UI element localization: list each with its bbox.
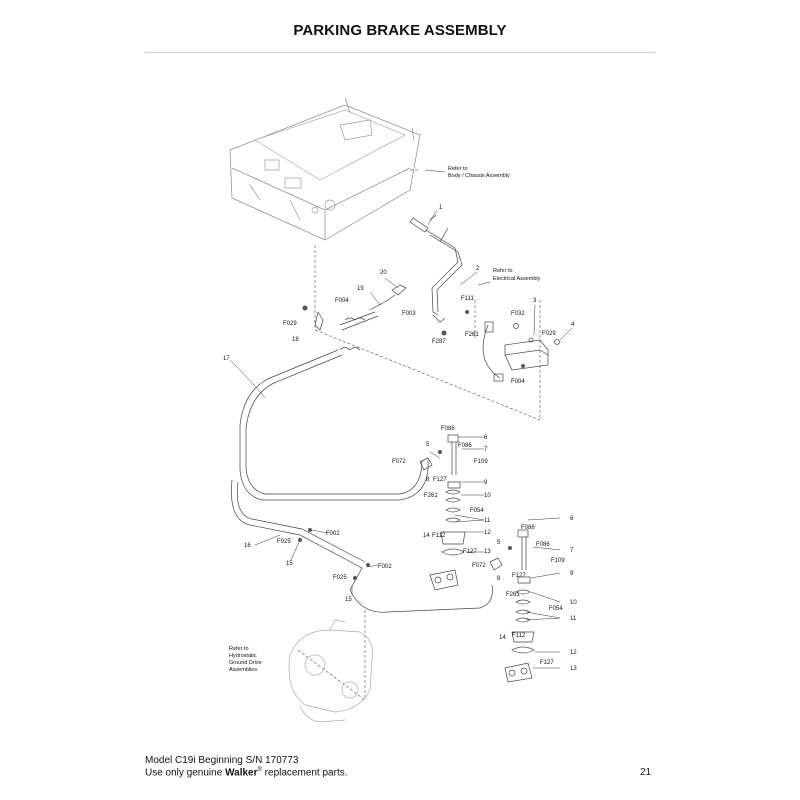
refer-hydrostatic: Refer to Hydrostatic Ground Drive Assemb… xyxy=(229,646,263,673)
callout: 15 xyxy=(345,597,352,603)
callout: 11 xyxy=(484,518,491,524)
footer-notice-suffix: replacement parts. xyxy=(261,767,348,779)
callout: 5 xyxy=(497,540,501,546)
callout: 6 xyxy=(484,435,488,441)
callout: 5 xyxy=(426,442,430,448)
callout: F054 xyxy=(470,508,484,514)
callout: F127 xyxy=(463,549,477,555)
callout: F003 xyxy=(402,311,416,317)
footer-notice-prefix: Use only genuine xyxy=(145,767,226,779)
callout: F002 xyxy=(378,564,392,570)
callout: F127 xyxy=(433,477,447,483)
callout: F127 xyxy=(512,573,526,579)
title-divider xyxy=(145,52,655,53)
brake-cable-16 xyxy=(231,479,493,613)
footer-model: Model C19i Beginning S/N 170773 xyxy=(145,755,299,766)
brake-caliper-stack-lower xyxy=(489,529,535,683)
callout: 1 xyxy=(439,205,443,211)
spring-assembly xyxy=(314,284,407,351)
callout: 15 xyxy=(286,561,293,567)
callout: F086 xyxy=(521,525,535,531)
callout: 17 xyxy=(223,356,230,362)
callout: F032 xyxy=(511,311,525,317)
chassis-body-illustration xyxy=(229,97,421,241)
callout: F072 xyxy=(392,459,406,465)
callout: 12 xyxy=(570,650,577,656)
callout: 20 xyxy=(380,270,387,276)
callout: F127 xyxy=(540,660,554,666)
brake-switch-bracket xyxy=(482,321,560,382)
callout: 8 xyxy=(426,477,430,483)
footer-brand: Walker xyxy=(225,767,258,779)
callout: F261 xyxy=(465,332,479,338)
callout: F109 xyxy=(551,558,565,564)
callout: F025 xyxy=(277,539,291,545)
callout: 10 xyxy=(484,493,491,499)
brake-lever xyxy=(409,214,463,323)
callout: F261 xyxy=(424,493,438,499)
callout: F109 xyxy=(474,459,488,465)
callout: F112 xyxy=(512,633,526,639)
refer-body-chassis: Refer to Body / Chassis Assembly xyxy=(448,166,510,179)
callout: F004 xyxy=(511,379,525,385)
callout: 2 xyxy=(476,266,480,272)
callout: F086 xyxy=(441,426,455,432)
callout: F002 xyxy=(326,531,340,537)
callout: 11 xyxy=(570,616,577,622)
callout: F086 xyxy=(458,443,472,449)
hydrostatic-drive-illustration xyxy=(288,619,373,723)
callout-leader-lines xyxy=(229,169,573,669)
callout: 4 xyxy=(571,322,575,328)
footer-notice: Use only genuine Walker® replacement par… xyxy=(145,767,348,778)
callout: F072 xyxy=(472,563,486,569)
callout: F025 xyxy=(333,575,347,581)
page-number: 21 xyxy=(640,767,652,778)
callout: 12 xyxy=(484,530,491,536)
callout: F111 xyxy=(461,296,474,302)
callout: 13 xyxy=(484,549,491,555)
refer-electrical: Refer to Electrical Assembly xyxy=(493,268,541,282)
callout: 6 xyxy=(570,516,574,522)
callout: 10 xyxy=(570,600,577,606)
page-title: PARKING BRAKE ASSEMBLY xyxy=(293,22,507,39)
brake-caliper-stack-upper xyxy=(419,434,466,591)
hardware-fasteners xyxy=(298,305,525,580)
callout: 13 xyxy=(570,666,577,672)
callout: F086 xyxy=(536,542,550,548)
callout: 3 xyxy=(533,298,537,304)
callout: 18 xyxy=(292,337,299,343)
callout: 19 xyxy=(357,286,364,292)
callout: 14 xyxy=(499,635,506,641)
callout: 14 xyxy=(423,533,430,539)
callout: 9 xyxy=(484,480,488,486)
callout: F287 xyxy=(432,339,446,345)
part-callouts: 1 2 3 4 20 19 18 17 16 15 15 F004 F029 F… xyxy=(223,205,577,672)
reference-dashed-lines xyxy=(297,169,541,701)
callout: 7 xyxy=(484,447,488,453)
footer-reg-mark: ® xyxy=(257,767,262,773)
callout: 16 xyxy=(244,543,251,549)
callout: 8 xyxy=(497,576,501,582)
callout: F029 xyxy=(542,331,556,337)
callout: F261 xyxy=(506,592,520,598)
callout: 9 xyxy=(570,571,574,577)
callout: F112 xyxy=(432,533,446,539)
callout: 7 xyxy=(570,548,574,554)
callout: F004 xyxy=(335,298,349,304)
brake-cable-17 xyxy=(239,349,429,501)
callout: F029 xyxy=(283,321,297,327)
callout: F054 xyxy=(549,606,563,612)
